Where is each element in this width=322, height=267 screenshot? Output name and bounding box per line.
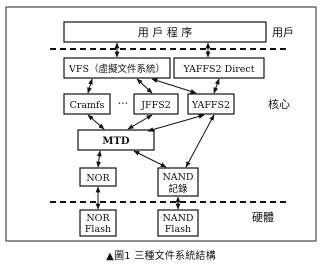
nor-flash-box [79,209,117,237]
arrow-vfs-to-yaffs2 [151,78,197,94]
nor-flash-label-line2: Flash [85,224,111,235]
arrow-vfs-to-jffs2 [136,78,153,94]
vfs-box [63,57,171,79]
mtd-label: MTD [102,136,130,147]
cramfs-label: Cramfs [70,100,105,111]
figure-caption: ▲圖1 三種文件系統結構 [0,247,322,262]
nor-driver-label: NOR [86,173,110,184]
yaffs2-direct-label: YAFFS2 Direct [182,64,254,75]
yaffs2-direct-box [173,57,265,79]
yaffs2-label: YAFFS2 [191,100,230,111]
layer-label-user: 用戶 [272,26,294,39]
layer-label-kernel: 核心 [268,97,290,111]
arrow-yaffs2-to-mtd [147,114,205,132]
nand-flash-label-line2: Flash [165,224,191,235]
user-program-label: 用 戶 程 序 [138,25,193,39]
more-filesystems-ellipsis: ··· [118,97,129,110]
nand-flash-label-line1: NAND [162,213,193,224]
vfs-label: VFS（虛擬文件系統） [68,63,165,75]
cramfs-box [63,93,111,115]
arrow-mtd-to-nand-record [133,150,167,168]
yaffs2-box [187,93,235,115]
layer-label-hardware: 硬體 [252,211,274,224]
mtd-box [77,129,155,151]
arrow-cramfs-to-mtd [87,114,105,130]
nand-record-label-line2: 記錄 [168,183,188,195]
caption-marker: ▲ [106,251,115,262]
arrow-mtd-to-nor [96,150,102,168]
jffs2-box [133,93,179,115]
arrow-vfs-to-cramfs [87,78,93,94]
figure-frame [5,6,317,242]
nand-flash-box [157,209,199,237]
arrow-yaffs2-to-nand-record [185,114,215,168]
nor-flash-label-line1: NOR [86,213,110,224]
jffs2-label: JFFS2 [140,100,171,111]
arrow-yaffs2-direct-to-yaffs2 [213,78,220,94]
nand-record-box [157,167,199,197]
nand-record-label-line1: NAND [162,172,193,183]
arrow-jffs2-to-mtd [127,114,153,130]
nor-driver-box [79,167,117,187]
caption-text: 圖1 三種文件系統結構 [114,251,216,262]
user-program-box [63,21,267,43]
